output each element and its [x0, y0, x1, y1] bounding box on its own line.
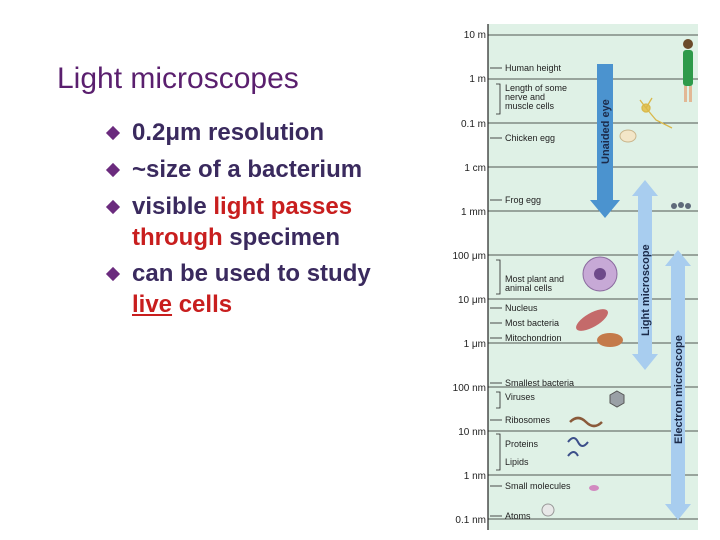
tick-label: 1 mm	[461, 207, 486, 218]
tick-label: 1 cm	[464, 163, 486, 174]
bullet-diamond-icon	[105, 162, 121, 178]
bullet-highlight: through	[132, 224, 223, 251]
object-label: Ribosomes	[505, 415, 551, 425]
tick-label: 10 m	[464, 30, 486, 41]
chicken-egg-icon	[619, 129, 637, 143]
bullet-highlight: light passes	[213, 193, 353, 220]
human-figure-icon	[683, 39, 693, 102]
nerve-cell-icon	[639, 97, 673, 129]
bullet-continuation: through specimen	[132, 221, 428, 255]
object-label: nerve and	[505, 92, 545, 102]
object-label: Viruses	[505, 392, 535, 402]
object-label: Smallest bacteria	[505, 378, 574, 388]
tick-label: 100 nm	[453, 383, 486, 394]
unaided-eye-range: Unaided eye	[590, 64, 620, 218]
tick-label: 10 μm	[458, 295, 486, 306]
frog-egg-icon	[671, 202, 691, 209]
leader-lines	[490, 67, 502, 517]
bullet-text: can be used to study	[132, 260, 371, 287]
tick-label: 0.1 nm	[455, 515, 486, 526]
object-label: Length of some	[505, 83, 567, 93]
object-label: Atoms	[505, 511, 531, 521]
object-label: Lipids	[505, 457, 529, 467]
small-molecule-icon	[589, 485, 599, 491]
virus-icon	[609, 390, 625, 408]
tick-label: 1 m	[469, 74, 486, 85]
bullet-text: 0.2μm resolution	[132, 119, 325, 146]
object-label: Mitochondrion	[505, 333, 562, 343]
tick-label: 1 nm	[464, 471, 486, 482]
range-label: Unaided eye	[600, 99, 612, 164]
bullet-item: ~size of a bacterium	[105, 151, 428, 188]
bullet-item: visible light passes through specimen	[105, 188, 428, 255]
object-label: Chicken egg	[505, 133, 555, 143]
tick-label: 1 μm	[464, 339, 486, 350]
electron-microscope-range: Electron microscope	[665, 250, 691, 520]
bacterium-icon	[576, 309, 608, 331]
object-label: Proteins	[505, 439, 539, 449]
range-label: Electron microscope	[673, 335, 685, 444]
tick-label: 10 nm	[458, 427, 486, 438]
bullet-text: ~size of a bacterium	[132, 156, 363, 183]
animal-cell-icon	[582, 256, 618, 292]
atom-icon	[541, 503, 555, 517]
bullet-diamond-icon	[105, 125, 121, 141]
object-label: Nucleus	[505, 303, 538, 313]
light-microscope-range: Light microscope	[632, 180, 658, 370]
protein-icon	[567, 437, 589, 457]
slide-title: Light microscopes	[57, 62, 299, 95]
tick-lines	[488, 34, 698, 520]
object-label: Small molecules	[505, 481, 571, 491]
bullet-diamond-icon	[105, 266, 121, 282]
tick-label: 0.1 m	[461, 119, 486, 130]
object-label: Frog egg	[505, 195, 541, 205]
object-label: animal cells	[505, 283, 553, 293]
object-label: Most bacteria	[505, 318, 559, 328]
ribosome-chain-icon	[569, 416, 603, 428]
bullet-highlight: cells	[172, 291, 233, 318]
object-label: muscle cells	[505, 101, 555, 111]
range-label: Light microscope	[640, 244, 652, 336]
bullet-text: visible	[132, 193, 214, 220]
bullet-underlined: live	[132, 291, 173, 318]
mitochondrion-icon	[597, 333, 623, 347]
size-scale-figure: 10 m 1 m 0.1 m 1 cm 1 mm 100 μm 10 μm 1 …	[452, 24, 698, 530]
bullet-diamond-icon	[105, 199, 121, 215]
bullet-list: 0.2μm resolution ~size of a bacterium vi…	[105, 114, 428, 322]
bullet-item: 0.2μm resolution	[105, 114, 428, 151]
object-label: Human height	[505, 63, 562, 73]
bullet-text: specimen	[222, 224, 341, 251]
tick-label: 100 μm	[452, 251, 486, 262]
bullet-continuation: live cells	[132, 288, 428, 322]
bullet-item: can be used to study live cells	[105, 255, 428, 322]
object-label: Most plant and	[505, 274, 564, 284]
